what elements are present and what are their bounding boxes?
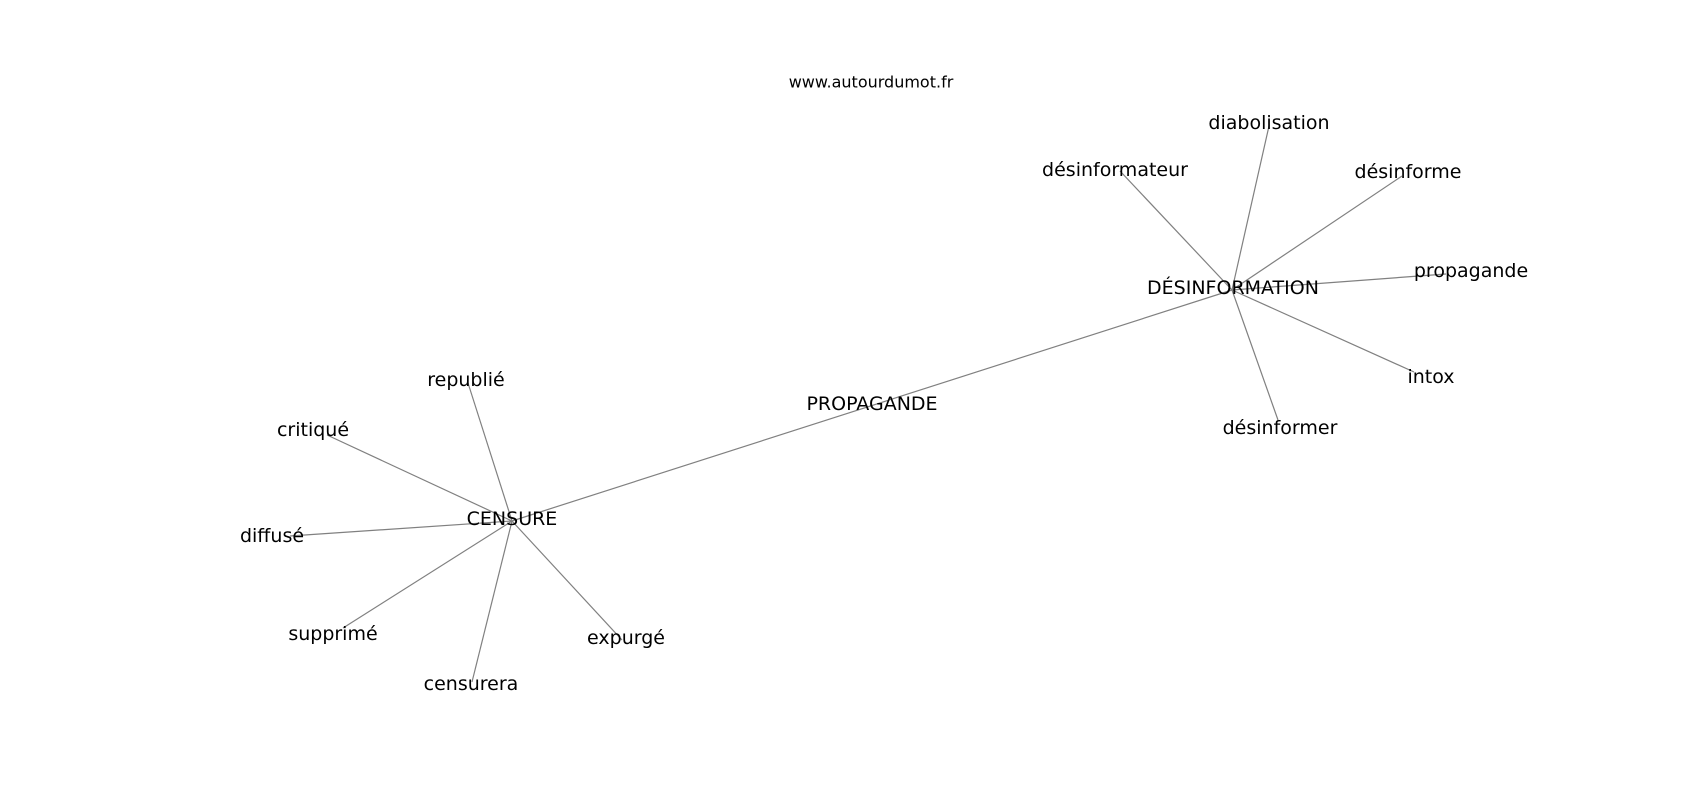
label-layer: PROPAGANDE DÉSINFORMATION CENSURE diabolisa… [240, 112, 1528, 695]
node-label-intox: intox [1407, 366, 1454, 388]
edge-desinformation-propagande-leaf [1231, 273, 1447, 291]
node-label-critique: critiqué [277, 419, 349, 441]
node-label-republie: republié [427, 369, 505, 391]
edge-censure-expurge [511, 520, 623, 641]
node-label-expurge: expurgé [587, 627, 665, 649]
node-label-propagande-center: PROPAGANDE [806, 393, 937, 415]
node-label-supprime: supprimé [288, 623, 377, 645]
edge-desinformation-intox [1231, 289, 1415, 373]
edge-desinformation-desinforme [1231, 175, 1403, 291]
edge-censure-diffuse [289, 520, 513, 537]
node-label-desinforme: désinforme [1355, 161, 1462, 183]
node-label-censurera: censurera [424, 673, 519, 695]
edge-desinformation-desinformateur [1119, 170, 1233, 291]
node-label-diabolisation: diabolisation [1208, 112, 1329, 134]
edge-censure-supprime [342, 520, 513, 629]
node-label-propagande-leaf: propagande [1414, 260, 1528, 282]
edge-layer [289, 125, 1447, 683]
node-label-desinformateur: désinformateur [1042, 159, 1188, 181]
node-label-desinformation: DÉSINFORMATION [1147, 276, 1319, 299]
edge-censure-republie [467, 382, 513, 522]
edge-censure-censurera [471, 520, 513, 683]
node-label-censure: CENSURE [467, 508, 558, 530]
edge-censure-desinformation [511, 289, 1233, 522]
watermark-text: www.autourdumot.fr [789, 73, 954, 92]
node-label-diffuse: diffusé [240, 525, 304, 547]
node-label-desinformer: désinformer [1223, 417, 1338, 439]
edge-desinformation-desinformer [1231, 289, 1279, 421]
edge-censure-critique [326, 434, 513, 522]
edge-desinformation-diabolisation [1231, 125, 1270, 291]
